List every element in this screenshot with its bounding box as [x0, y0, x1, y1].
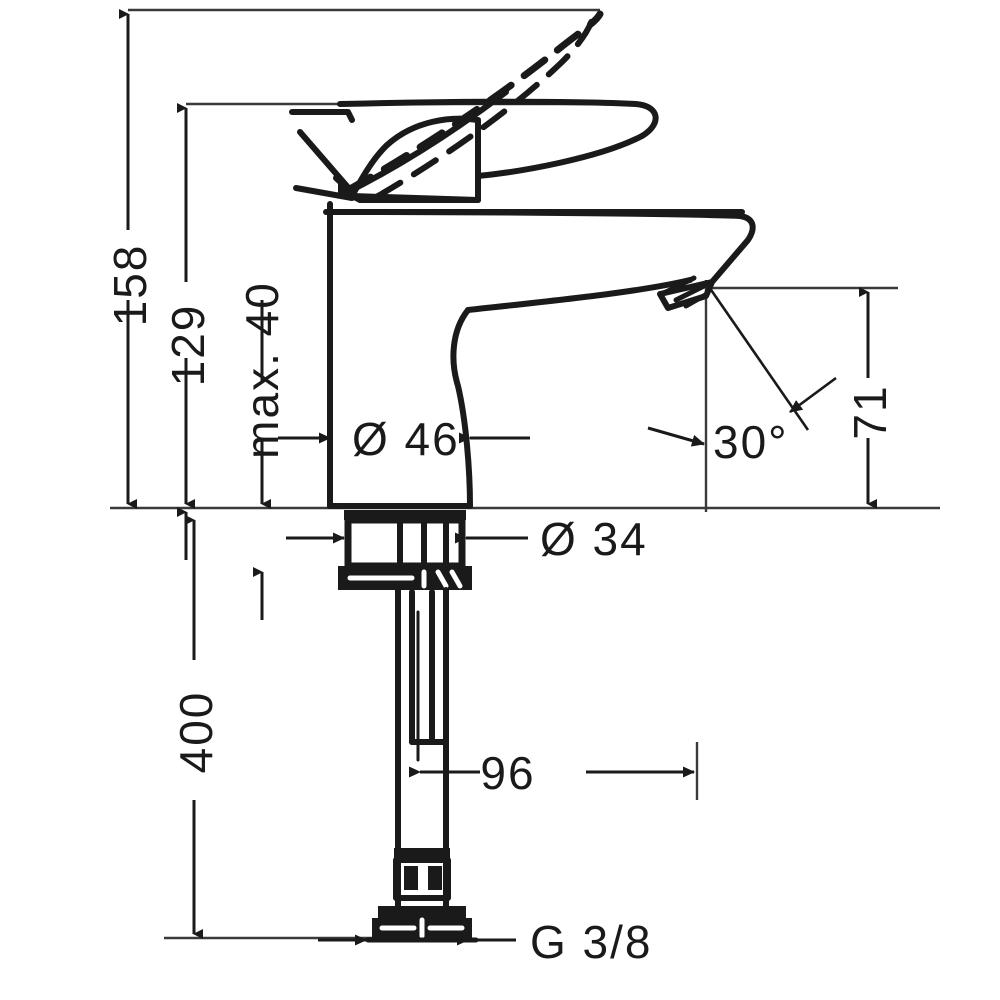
label-offset-96: 96: [480, 747, 535, 799]
label-dia-34: Ø 34: [540, 513, 648, 565]
label-max-40: max. 40: [236, 281, 288, 459]
angle-leader-lines: [705, 283, 837, 431]
horizontal-dimension-lines: [278, 426, 705, 946]
label-reach-71: 71: [844, 384, 896, 439]
label-height-158: 158: [104, 244, 156, 327]
lever-raised-phantom: [341, 10, 604, 199]
label-thread-g38: G 3/8: [530, 916, 653, 968]
label-length-400: 400: [170, 691, 222, 774]
dimension-text-group: 158 129 max. 40 Ø 46 Ø 34 30° 71 400 96 …: [104, 244, 896, 968]
faucet-outline: [289, 98, 756, 943]
label-dia-46: Ø 46: [352, 413, 460, 465]
label-height-129: 129: [162, 304, 214, 387]
vertical-dimension-lines: [119, 9, 877, 939]
label-angle-30: 30°: [713, 416, 789, 468]
extension-lines: [110, 8, 940, 940]
